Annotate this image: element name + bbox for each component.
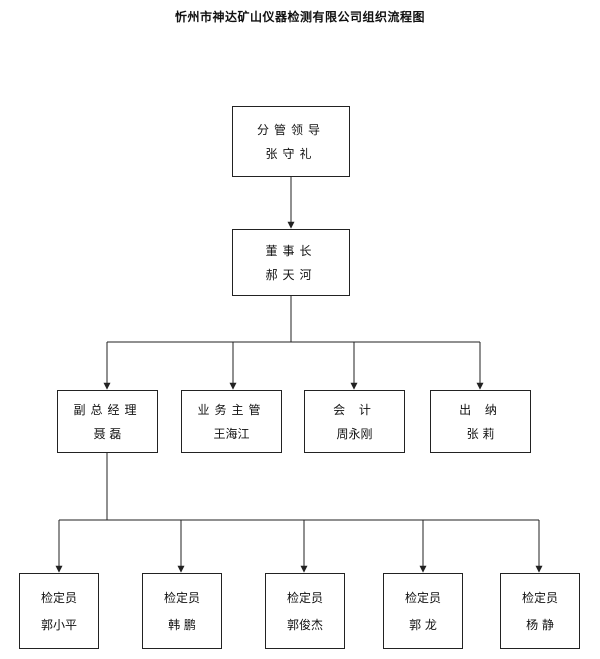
node-inspector: 检定员 郭俊杰	[265, 573, 345, 649]
node-person: 韩 鹏	[168, 618, 196, 632]
node-accountant: 会 计 周永刚	[304, 390, 405, 453]
node-inspector: 检定员 郭 龙	[383, 573, 463, 649]
node-person: 郭小平	[40, 618, 77, 632]
node-person: 聂 磊	[93, 427, 122, 442]
node-role: 会 计	[333, 402, 376, 417]
node-person: 张 莉	[466, 427, 495, 442]
node-role: 检定员	[286, 591, 323, 605]
node-person: 王海江	[213, 427, 250, 442]
node-leader: 分管领导 张守礼	[232, 106, 350, 177]
node-role: 业务主管	[197, 402, 266, 417]
node-cashier: 出 纳 张 莉	[430, 390, 531, 453]
node-deputy-manager: 副总经理 聂 磊	[57, 390, 158, 453]
node-inspector: 检定员 郭小平	[19, 573, 99, 649]
node-person: 周永刚	[336, 427, 373, 442]
node-business-supervisor: 业务主管 王海江	[181, 390, 282, 453]
node-role: 检定员	[40, 591, 77, 605]
node-role: 检定员	[404, 591, 441, 605]
node-role: 董事长	[265, 243, 317, 258]
node-person: 郭 龙	[409, 618, 437, 632]
node-person: 郭俊杰	[286, 618, 323, 632]
node-chairman: 董事长 郝天河	[232, 229, 350, 296]
node-role: 副总经理	[73, 402, 142, 417]
node-role: 检定员	[521, 591, 558, 605]
node-inspector: 检定员 韩 鹏	[142, 573, 222, 649]
node-person: 杨 静	[526, 618, 554, 632]
node-role: 出 纳	[459, 402, 502, 417]
node-role: 检定员	[163, 591, 200, 605]
node-person: 郝天河	[265, 268, 317, 283]
chart-title: 忻州市神达矿山仪器检测有限公司组织流程图	[174, 10, 425, 24]
node-role: 分管领导	[256, 122, 325, 137]
node-inspector: 检定员 杨 静	[500, 573, 580, 649]
node-person: 张守礼	[265, 147, 317, 162]
